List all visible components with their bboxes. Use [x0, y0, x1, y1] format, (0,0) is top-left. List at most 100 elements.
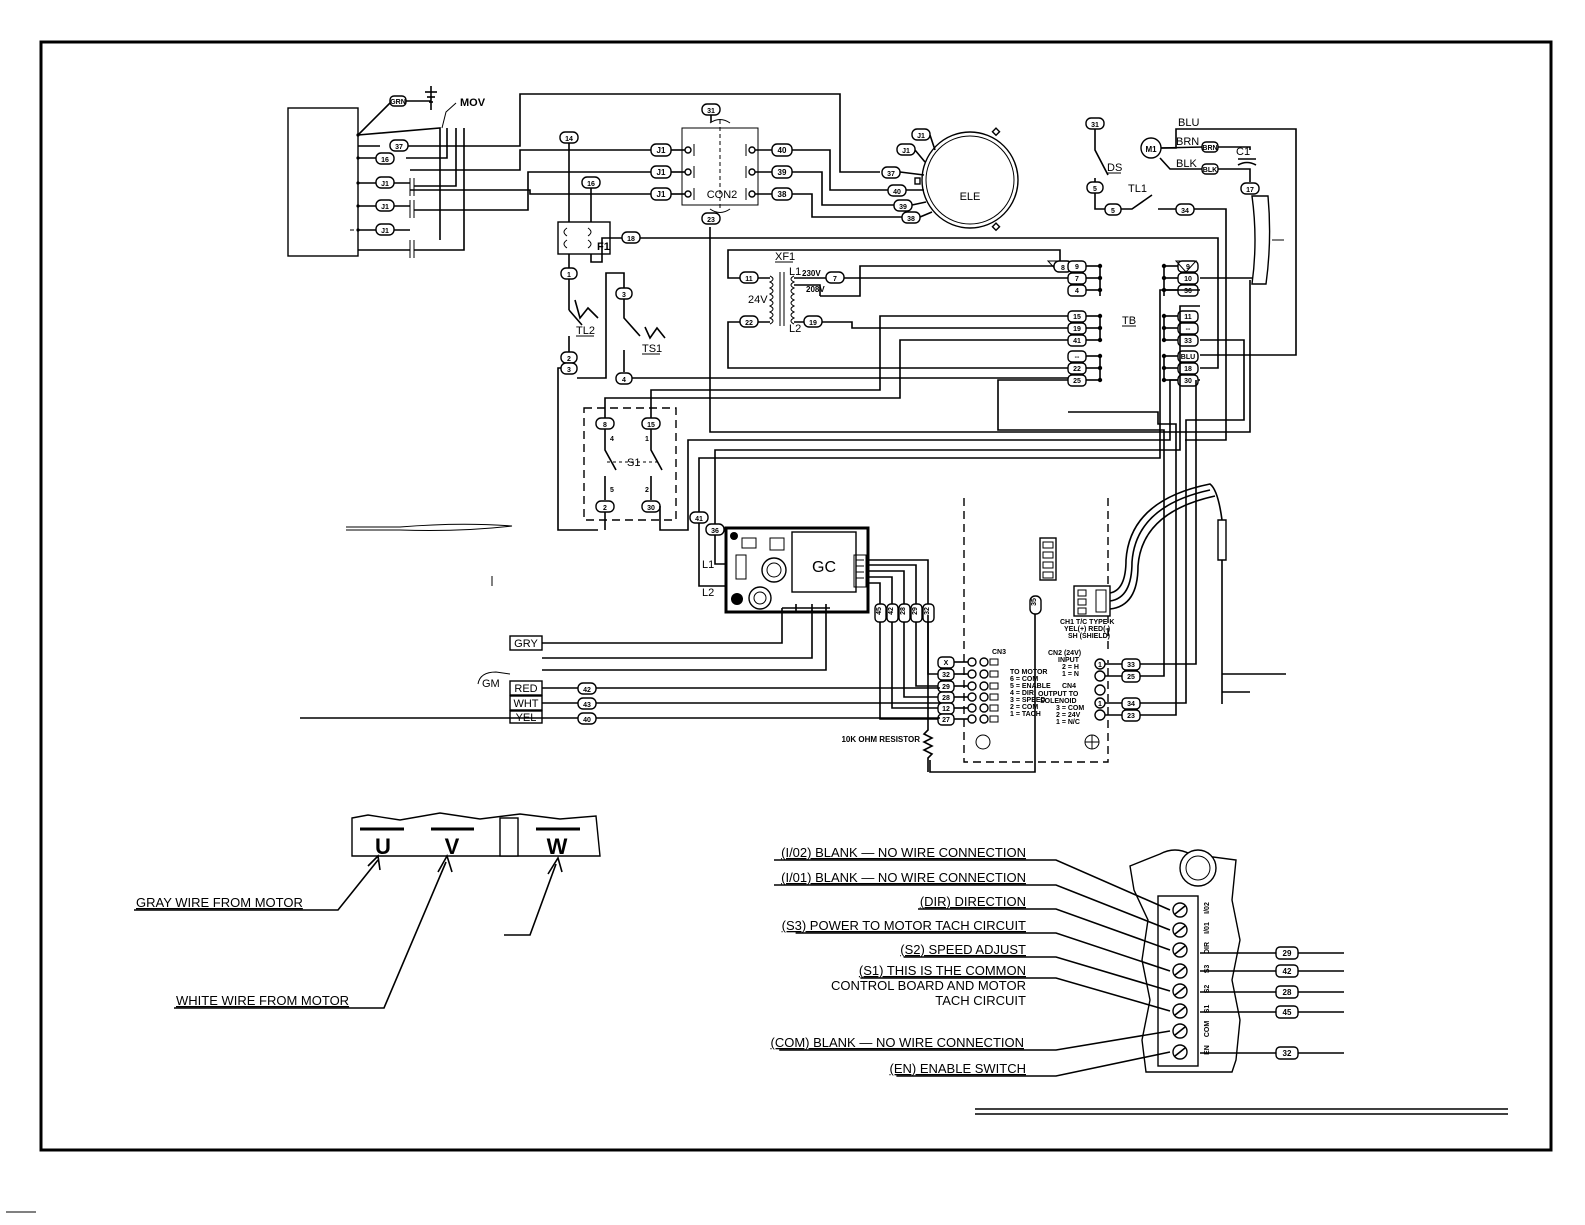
con2-label: CON2 — [707, 189, 738, 201]
230v-label: 230V — [802, 269, 821, 278]
svg-text:42: 42 — [1283, 967, 1292, 976]
s1-label: S1 — [627, 457, 640, 469]
cn3-pin — [967, 657, 977, 667]
wire-marker-1: 1 — [560, 267, 578, 280]
svg-text:16: 16 — [587, 181, 595, 188]
wire-marker-5: 5 — [1086, 181, 1104, 194]
wire-blu-label: BLU — [1178, 117, 1199, 129]
svg-text:15: 15 — [1073, 314, 1081, 321]
connector-pin: I/01 — [1172, 922, 1211, 938]
connector-callout-line: CONTROL BOARD AND MOTOR — [831, 978, 1026, 993]
gc-label: GC — [812, 559, 836, 576]
wire-marker-15: 15 — [641, 417, 661, 430]
wire-marker-j1: J1 — [375, 176, 395, 189]
wire-marker-39: 39 — [893, 199, 913, 212]
svg-text:2 = 24V: 2 = 24V — [1056, 712, 1081, 719]
wire-marker-2: 2 — [560, 351, 578, 364]
svg-text:42: 42 — [888, 607, 895, 615]
l2-label: L2 — [789, 323, 801, 335]
svg-text:33: 33 — [1184, 338, 1192, 345]
svg-text:I/01: I/01 — [1204, 922, 1211, 934]
svg-text:S2: S2 — [1204, 985, 1211, 994]
svg-text:J1: J1 — [917, 133, 925, 140]
svg-text:9: 9 — [1186, 264, 1190, 271]
tb-left-terminal: 41 — [1067, 334, 1087, 347]
wire-marker-22: 22 — [739, 315, 759, 328]
svg-text:17: 17 — [1246, 187, 1254, 194]
svg-text:45: 45 — [1283, 1008, 1292, 1017]
svg-text:5: 5 — [1111, 208, 1115, 215]
gm-label: GM — [482, 678, 500, 690]
svg-text:J1: J1 — [657, 190, 666, 199]
tb-label: TB — [1122, 315, 1136, 327]
svg-text:28: 28 — [1283, 988, 1292, 997]
wire-marker-19: 19 — [803, 315, 823, 328]
svg-text:40: 40 — [778, 146, 787, 155]
terminal-v: V — [445, 834, 460, 859]
con2-right-marker: 38 — [771, 187, 793, 201]
wire-marker-37: 37 — [881, 166, 901, 179]
svg-text:RED: RED — [514, 683, 537, 695]
svg-text:32: 32 — [1283, 1049, 1292, 1058]
svg-text:3: 3 — [567, 367, 571, 374]
terminal-u: U — [375, 834, 391, 859]
svg-text:1: 1 — [1098, 662, 1102, 669]
svg-text:40: 40 — [583, 717, 591, 724]
wire-marker-31: 31 — [1085, 117, 1105, 130]
motor-icon: M1 — [1140, 137, 1162, 159]
wire-marker-j1: J1 — [896, 143, 916, 156]
svg-text:5 = ENABLE: 5 = ENABLE — [1010, 683, 1051, 690]
svg-text:S3: S3 — [1204, 965, 1211, 974]
gc-l2-label: L2 — [702, 587, 714, 599]
ground-icon — [425, 86, 437, 110]
wire-marker-34: 34 — [1175, 203, 1195, 216]
connector-callout: (S1) THIS IS THE COMMON — [859, 963, 1026, 978]
svg-text:37: 37 — [887, 171, 895, 178]
wire-marker-43: 43 — [577, 697, 597, 710]
svg-text:38: 38 — [907, 216, 915, 223]
svg-text:J1: J1 — [657, 146, 666, 155]
svg-text:GRY: GRY — [514, 638, 538, 650]
svg-text:3: 3 — [622, 292, 626, 299]
svg-text:INPUT: INPUT — [1058, 657, 1080, 664]
motor-terminal-strip: U V W GRAY WIRE FROM MOTOR WHITE WIRE FR… — [134, 812, 601, 1009]
svg-text:CN3: CN3 — [992, 649, 1006, 656]
svg-text:CN2 (24V): CN2 (24V) — [1048, 650, 1081, 657]
svg-text:J1: J1 — [657, 168, 666, 177]
svg-text:18: 18 — [627, 236, 635, 243]
svg-text:I/02: I/02 — [1204, 902, 1211, 914]
connector-callout: (DIR) DIRECTION — [920, 894, 1026, 909]
gc-l1-label: L1 — [702, 559, 714, 571]
page-border — [39, 40, 1553, 1152]
con2-left-marker: J1 — [650, 165, 672, 179]
svg-text:41: 41 — [1073, 338, 1081, 345]
mov-label: MOV — [460, 97, 486, 109]
connector-callout: (I/01) BLANK — NO WIRE CONNECTION — [781, 870, 1026, 885]
svg-text:--: -- — [1186, 326, 1191, 333]
wire-brn-label: BRN — [1176, 136, 1199, 148]
svg-text:29: 29 — [912, 607, 919, 615]
svg-text:EN: EN — [1204, 1045, 1211, 1055]
fuse-and-switch-chain: 14 16 F1 18 1 TL2 2 3 3 TS1 4 8 15 S1 4 … — [557, 131, 1219, 531]
svg-text:42: 42 — [583, 687, 591, 694]
wire-marker-14: 14 — [559, 131, 579, 144]
wire-marker-36: 36 — [705, 523, 725, 536]
wire-marker-31: 31 — [701, 103, 721, 116]
wire-marker-j1: J1 — [375, 199, 395, 212]
con2-right-marker: 40 — [771, 143, 793, 157]
connector-wire-marker: 29 — [1275, 946, 1299, 960]
svg-text:7: 7 — [833, 276, 837, 283]
svg-text:3 = COM: 3 = COM — [1056, 705, 1084, 712]
cn3-wire-marker: 29 — [937, 680, 955, 693]
tb-right-terminal: 33 — [1177, 334, 1199, 347]
wire-marker-4: 4 — [615, 372, 633, 385]
gc-to-cn3-wire — [879, 622, 938, 720]
transformer-xf1: XF1 L1 230V 208V 24V L2 11 22 7 19 — [727, 249, 1068, 369]
svg-text:2: 2 — [567, 356, 571, 363]
svg-text:31: 31 — [707, 108, 715, 115]
connector-pin: COM — [1172, 1021, 1211, 1039]
svg-text:1 = N/C: 1 = N/C — [1056, 719, 1080, 726]
cn2-desc: CN2 (24V) INPUT 2 = H 1 = N — [1048, 650, 1081, 678]
wire-marker-40: 40 — [887, 184, 907, 197]
